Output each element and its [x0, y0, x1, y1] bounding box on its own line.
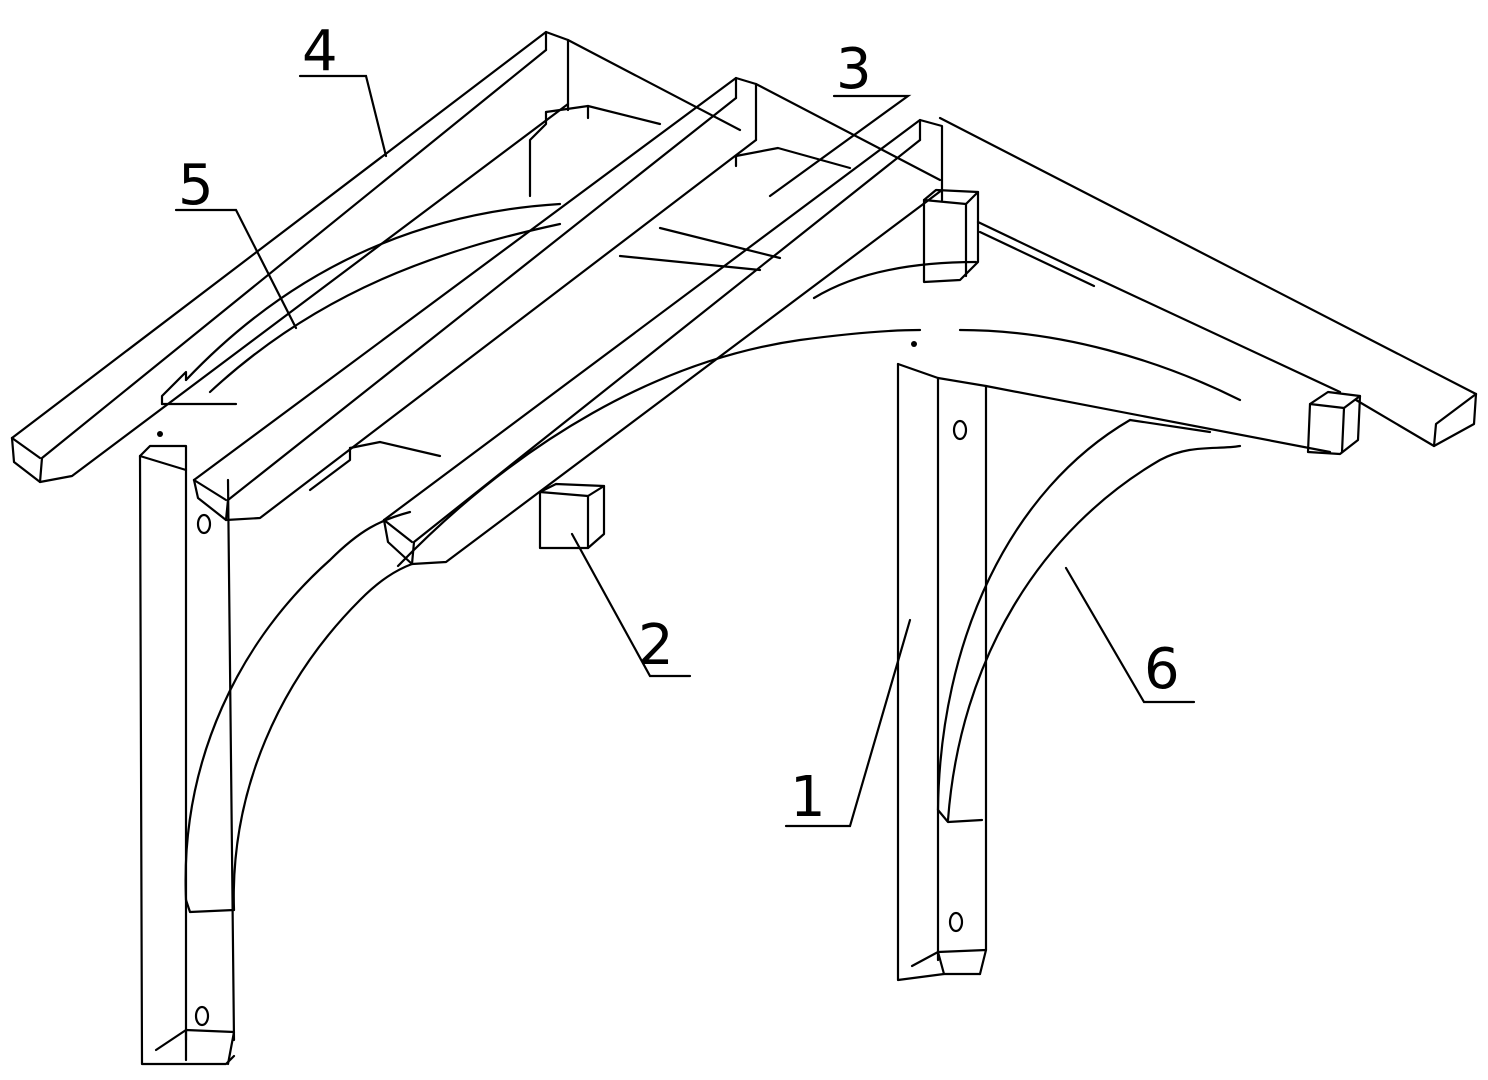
- right-post: [896, 362, 1332, 982]
- right-top-block: [922, 188, 1342, 394]
- front-right-beam: [382, 118, 944, 566]
- callout-leaders: [174, 74, 1196, 828]
- callout-labels: 4 3 5 2 6 1: [178, 19, 1180, 830]
- callout-5-label: 5: [178, 153, 214, 218]
- callout-1-label: 1: [790, 765, 826, 830]
- callout-5-leader: [174, 208, 298, 330]
- callout-3-label: 3: [836, 37, 872, 102]
- ridge-lines: [566, 38, 1478, 448]
- back-arch-brace: [184, 202, 562, 394]
- callout-6-label: 6: [1144, 637, 1180, 702]
- callout-1-leader: [784, 618, 912, 828]
- callout-4-label: 4: [302, 19, 338, 84]
- left-post: [138, 444, 236, 1066]
- callout-6-leader: [1064, 566, 1196, 704]
- callout-4-leader: [298, 74, 388, 158]
- callout-2-leader: [570, 532, 692, 678]
- bolt-hole: [948, 911, 964, 933]
- cross-purlins: [160, 104, 852, 492]
- left-rafter-board: [10, 30, 570, 484]
- bolt-holes: [157, 341, 968, 1027]
- callout-3-leader: [768, 94, 912, 198]
- bolt-hole: [952, 419, 968, 441]
- front-lower-block: [538, 482, 606, 550]
- bolt-hole: [194, 1005, 210, 1027]
- right-arch-brace: [936, 418, 1242, 824]
- front-arch: [396, 260, 1242, 568]
- bolt-hole: [196, 513, 212, 535]
- callout-2-label: 2: [638, 613, 674, 678]
- right-end-block: [1306, 390, 1362, 456]
- left-arch-brace: [184, 510, 414, 914]
